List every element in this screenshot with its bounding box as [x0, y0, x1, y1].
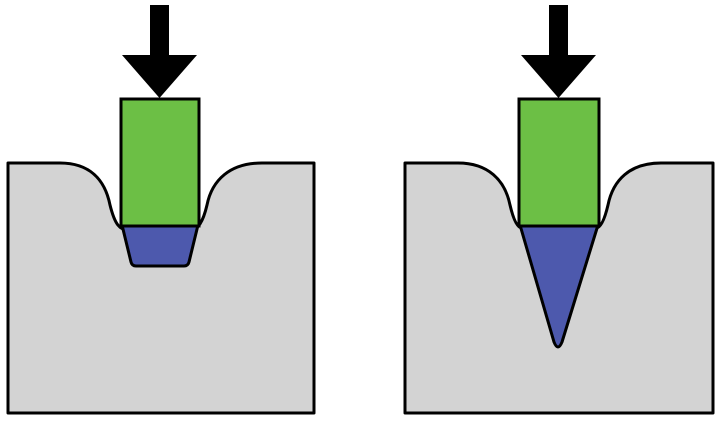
- indenter-body-right: [517, 97, 601, 228]
- indenter-body-left: [119, 97, 201, 228]
- panel-right-sharp-indenter: [403, 5, 715, 415]
- indenter-tip-right: [518, 223, 600, 349]
- indenter-tip-left: [120, 223, 200, 268]
- down-arrow-icon-right: [521, 5, 596, 98]
- down-arrow-icon-left: [122, 5, 197, 98]
- panel-left-blunt-indenter: [6, 5, 316, 415]
